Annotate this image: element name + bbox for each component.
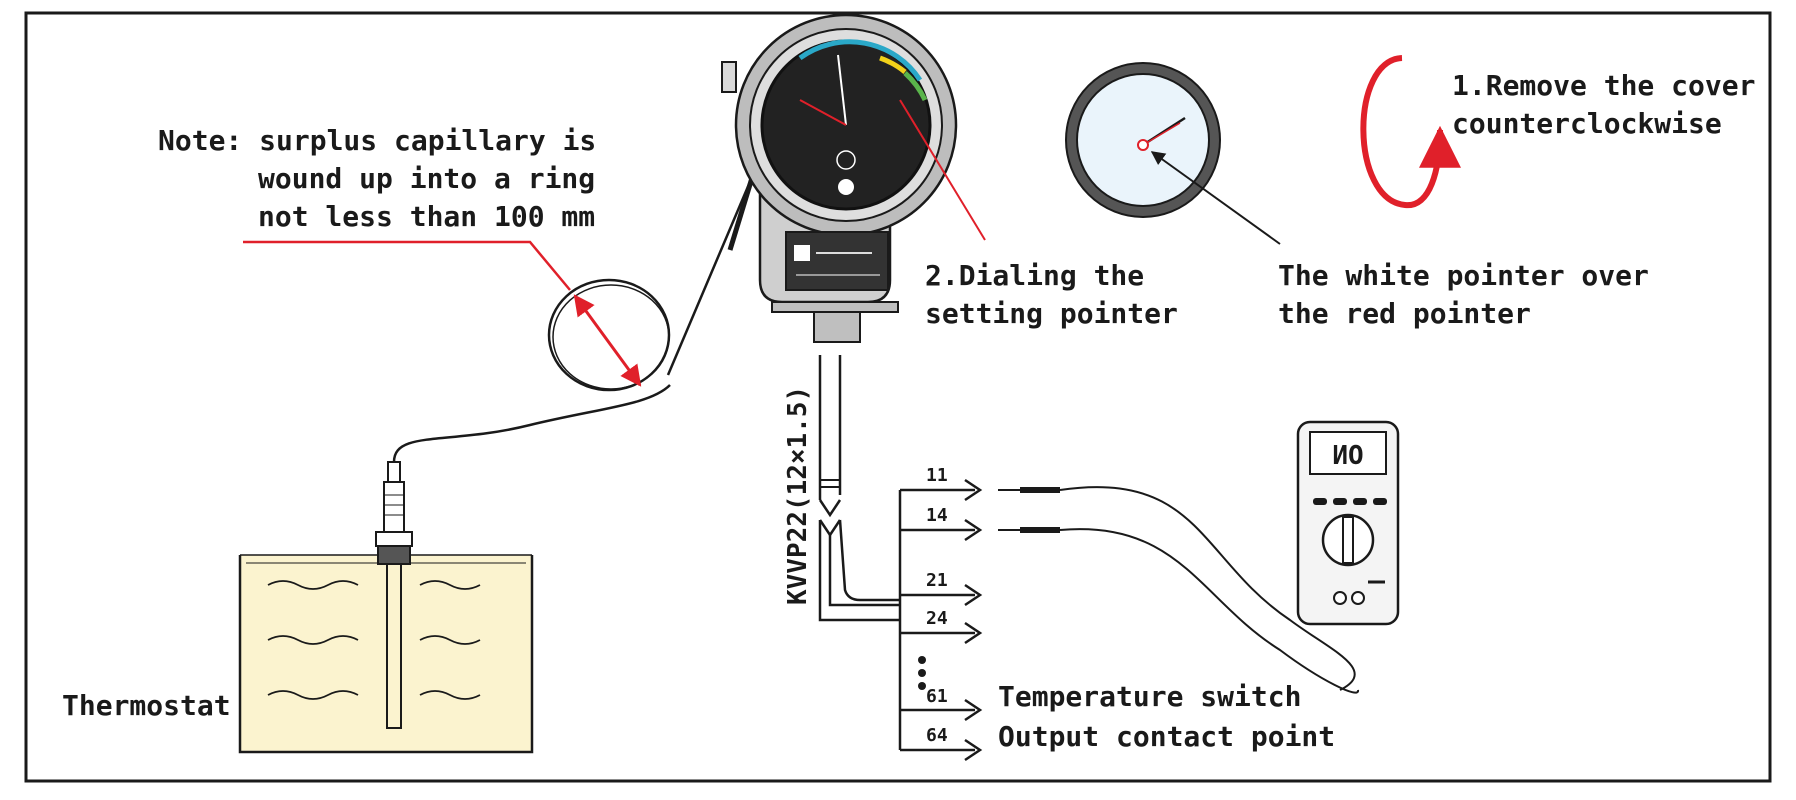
step1-line-1: 1.Remove the cover (1452, 69, 1755, 102)
output-line-2: Output contact point (998, 720, 1335, 753)
terminal-labels: 11 14 21 24 61 64 (926, 465, 948, 746)
output-text: Temperature switch Output contact point (998, 680, 1335, 753)
diagram-frame (24, 11, 1772, 783)
note-line-1: Note: surplus capillary is (158, 124, 596, 157)
temperature-controller (721, 13, 958, 343)
step2-text: 2.Dialing the setting pointer (925, 259, 1178, 330)
multimeter-display: ИО (1332, 441, 1363, 471)
note-line-3: not less than 100 mm (258, 200, 595, 233)
terminal-label: 14 (926, 505, 948, 526)
step1-text: 1.Remove the cover counterclockwise (1452, 69, 1755, 140)
step1-line-2: counterclockwise (1452, 107, 1722, 140)
pointer-leader (1150, 151, 1281, 245)
thermostat-label: Thermostat (62, 689, 231, 722)
pointer-note-line-1: The white pointer over (1278, 259, 1649, 292)
step2-line-2: setting pointer (925, 297, 1178, 330)
test-leads (998, 486, 1359, 694)
temperature-probe (375, 461, 413, 729)
terminal-label: 61 (926, 686, 948, 707)
terminal-label: 11 (926, 465, 948, 486)
note-pointer (243, 240, 642, 387)
capillary-tube (392, 167, 758, 463)
output-line-1: Temperature switch (998, 680, 1301, 713)
terminal-label: 24 (926, 608, 948, 629)
note-line-2: wound up into a ring (258, 162, 595, 195)
cable-label: KVVP22(12×1.5) (783, 386, 813, 605)
dial-cover (1065, 62, 1221, 218)
terminal-bus (898, 478, 983, 762)
counterclockwise-arrow-icon (1360, 55, 1461, 209)
cable (818, 355, 900, 622)
multimeter: ИО (1296, 420, 1400, 626)
dial-needle (837, 54, 847, 126)
step2-leader (899, 99, 986, 241)
step2-line-1: 2.Dialing the (925, 259, 1144, 292)
terminal-label: 21 (926, 570, 948, 591)
note-text: Note: surplus capillary is wound up into… (158, 124, 596, 233)
pointer-note-text: The white pointer over the red pointer (1278, 259, 1649, 330)
terminal-label: 64 (926, 725, 948, 746)
pointer-note-line-2: the red pointer (1278, 297, 1531, 330)
